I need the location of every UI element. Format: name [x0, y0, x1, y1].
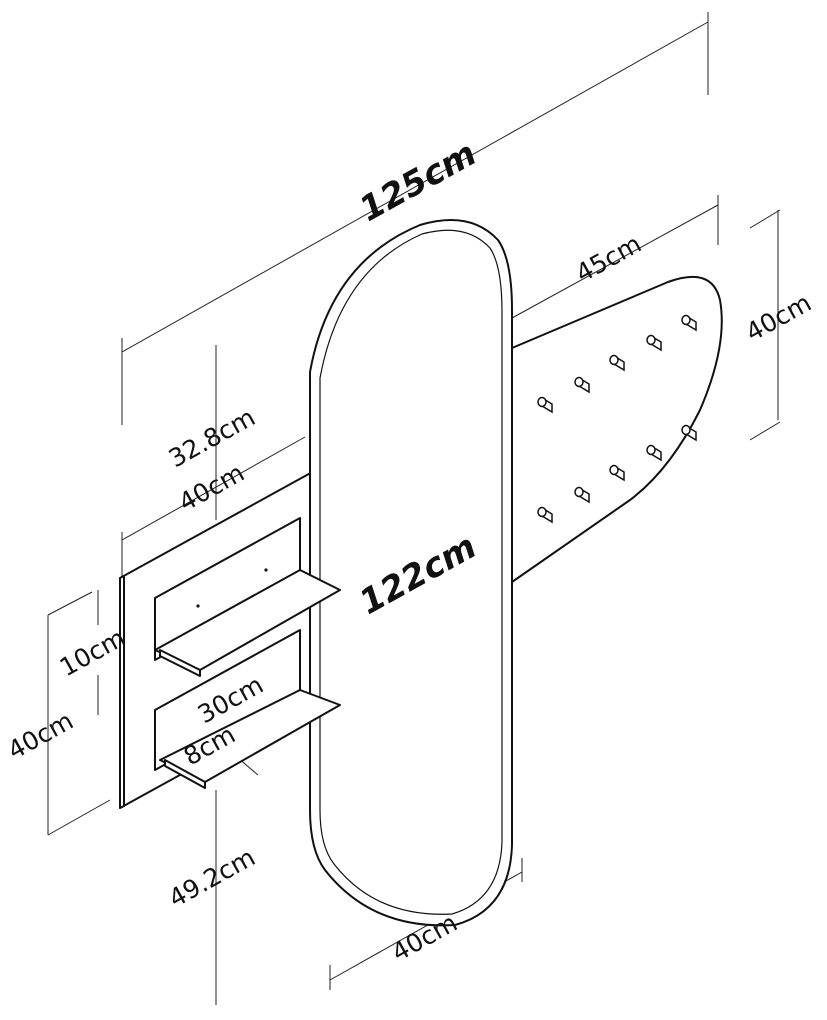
- total-width-label: 125cm: [353, 134, 483, 230]
- top-shelf: [154, 517, 341, 677]
- hook-peg: [537, 396, 553, 414]
- hook-peg: [574, 486, 590, 504]
- hook-peg: [646, 444, 662, 462]
- hook-peg: [537, 506, 553, 524]
- hook-panel: [511, 275, 723, 583]
- hook-panel-width-label: 45cm: [571, 229, 646, 288]
- shelf-spacing-label: 10cm: [55, 623, 130, 682]
- hook-peg: [646, 334, 662, 352]
- hook-peg: [609, 354, 625, 372]
- mirror: [309, 219, 513, 927]
- hook-peg: [574, 376, 590, 394]
- hook-peg: [681, 424, 697, 442]
- hook-peg: [609, 464, 625, 482]
- hooks-group: [537, 314, 697, 524]
- shelf-panel-height-label: 40cm: [3, 706, 78, 765]
- hook-peg: [681, 314, 697, 332]
- shelf-bottom-offset-label: 49.2cm: [164, 842, 260, 913]
- shelf-top-offset-label: 32.8cm: [164, 402, 260, 473]
- bottom-shelf: [154, 629, 341, 789]
